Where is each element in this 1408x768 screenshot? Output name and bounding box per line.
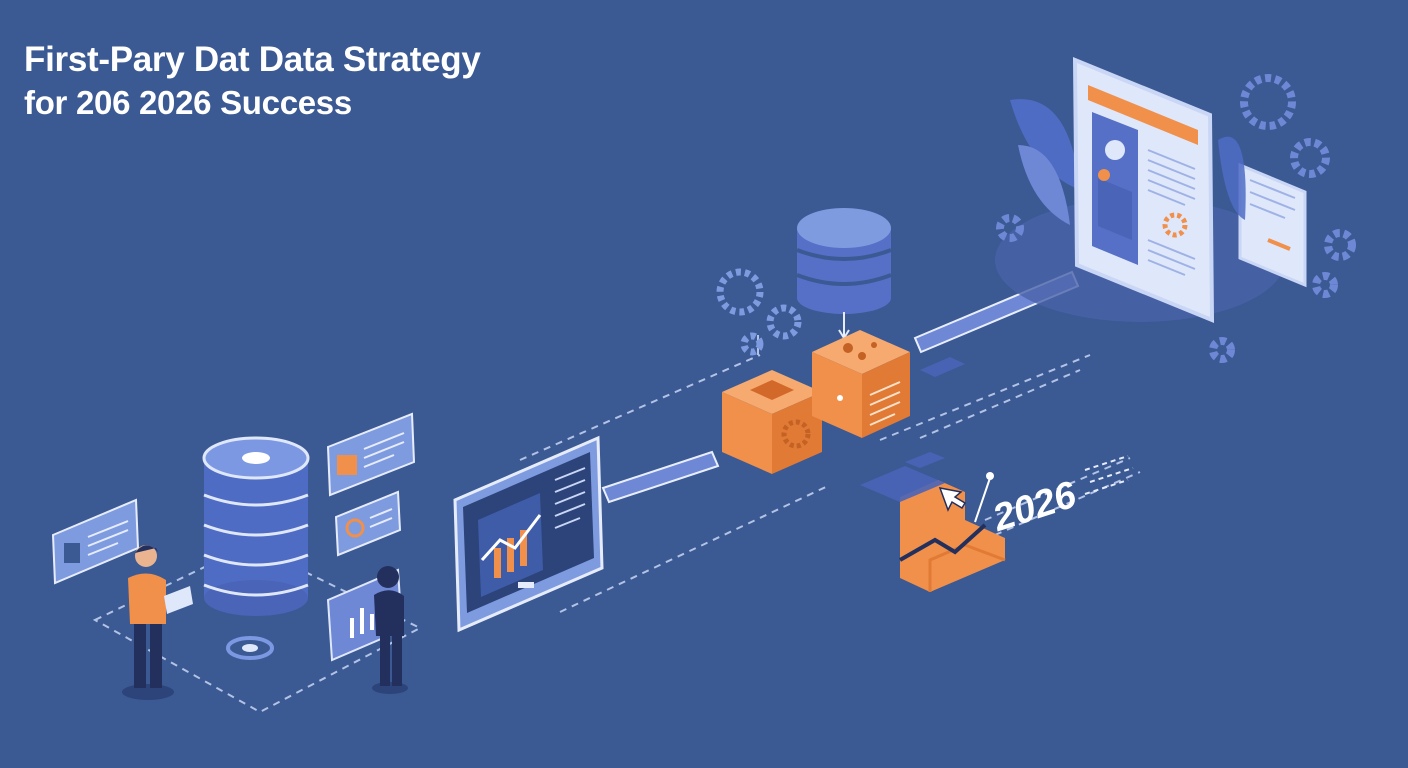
- year-label: 2026: [987, 474, 1082, 541]
- chat-bubble-icon: [51, 412, 416, 585]
- database-icon: [796, 208, 892, 340]
- database-icon: [202, 436, 310, 660]
- gear-icon: [996, 74, 1356, 363]
- connector-lines: [92, 335, 1141, 714]
- monitor-icon: [453, 435, 604, 633]
- growth-stair: 2026: [899, 455, 1134, 592]
- floor-cards: [860, 357, 965, 502]
- document-tablet: [995, 57, 1307, 323]
- cube-icon: [722, 330, 910, 474]
- headline-line-2: for 206 2026 Success: [24, 84, 352, 121]
- person-at-screen: [326, 566, 408, 694]
- headline-line-1: First-Pary Dat Data Strategy: [24, 40, 481, 79]
- cursor-icon: [938, 487, 967, 512]
- gear-icon: [716, 268, 802, 356]
- person-with-tablet: [122, 545, 193, 700]
